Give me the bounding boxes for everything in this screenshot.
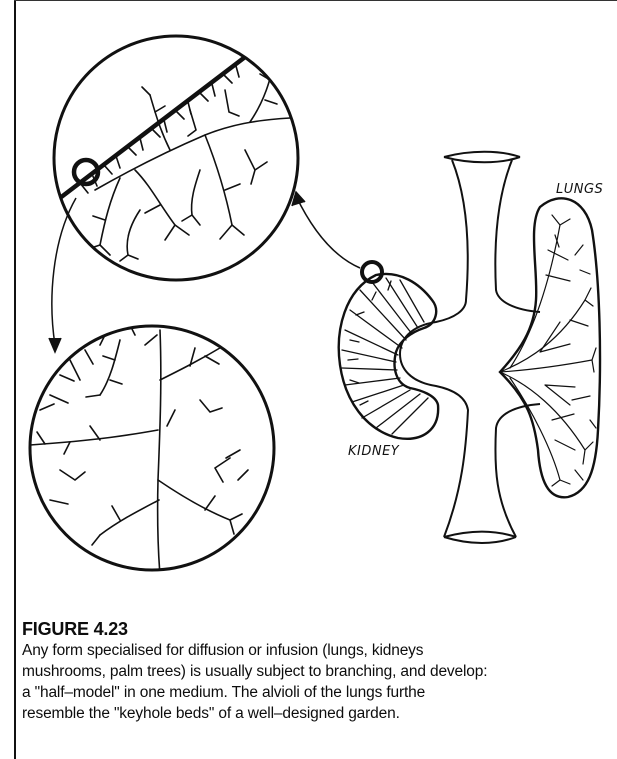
kidney-drawing — [339, 262, 438, 439]
caption-line-4: resemble the "keyhole beds" of a well–de… — [22, 703, 614, 724]
lower-magnified-circle — [30, 323, 274, 575]
figure-number: FIGURE 4.23 — [22, 618, 614, 640]
branching-illustration: LUNGS KIDNEY — [0, 0, 617, 615]
caption-line-1: Any form specialised for diffusion or in… — [22, 640, 614, 661]
lungs-label: LUNGS — [556, 182, 603, 197]
connecting-arrows — [49, 192, 360, 352]
upper-magnified-circle — [54, 36, 298, 280]
kidney-label: KIDNEY — [348, 444, 400, 459]
figure-caption: FIGURE 4.23 Any form specialised for dif… — [22, 618, 614, 724]
caption-line-3: a "half–model" in one medium. The alviol… — [22, 682, 614, 703]
lung-drawing — [500, 198, 600, 497]
caption-line-2: mushrooms, palm trees) is usually subjec… — [22, 661, 614, 682]
